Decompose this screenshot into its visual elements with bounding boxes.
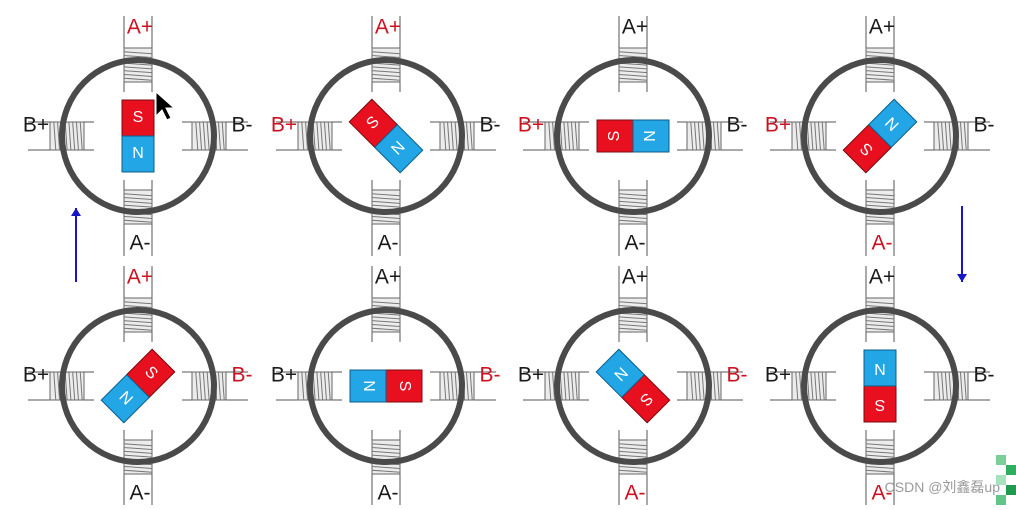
coil-bottom xyxy=(619,190,647,224)
motor-step-4: SN A+ A- B+ B- xyxy=(765,16,995,256)
rotor-magnet: SN xyxy=(122,100,154,172)
pole-label-top: A+ xyxy=(869,16,895,39)
magnet-label-south: S xyxy=(875,396,886,413)
coil-left xyxy=(298,372,332,400)
rotor-magnet: SN xyxy=(101,349,175,423)
pole-label-bottom: A- xyxy=(130,232,151,255)
pole-label-left: B+ xyxy=(765,114,791,137)
coil-bottom xyxy=(372,190,400,224)
magnet-label-north: N xyxy=(360,380,377,392)
pole-label-right: B- xyxy=(727,114,748,137)
pole-label-right: B- xyxy=(727,364,748,387)
pole-label-right: B- xyxy=(480,114,501,137)
coil-top xyxy=(866,48,894,82)
pole-label-top: A+ xyxy=(622,16,648,39)
magnet-label-south: S xyxy=(606,131,623,142)
pole-label-bottom: A- xyxy=(378,232,399,255)
motor-step-6: SN A+ A- B+ B- xyxy=(518,266,748,505)
pole-label-top: A+ xyxy=(127,16,153,39)
rotor-magnet: SN xyxy=(596,349,670,423)
coil-bottom xyxy=(372,440,400,474)
motor-step-5: SNA+A-B+B- xyxy=(765,266,995,505)
coil-left xyxy=(50,372,84,400)
coil-right xyxy=(687,372,721,400)
motor-step-7: SNA+A-B+B- xyxy=(271,266,501,505)
coil-left xyxy=(792,122,826,150)
pole-label-top: A+ xyxy=(869,266,895,289)
pole-label-right: B- xyxy=(232,364,253,387)
coil-bottom xyxy=(619,440,647,474)
rotor-magnet: SN xyxy=(864,350,896,422)
coil-top xyxy=(372,298,400,332)
coil-right xyxy=(934,372,968,400)
arrow-down-right-head xyxy=(957,274,967,282)
magnet-label-south: S xyxy=(396,381,413,392)
watermark-blocks xyxy=(996,455,1016,505)
pole-label-bottom: A- xyxy=(378,482,399,505)
pole-label-top: A+ xyxy=(375,266,401,289)
pole-label-left: B+ xyxy=(518,364,544,387)
coil-left xyxy=(50,122,84,150)
pole-label-top: A+ xyxy=(375,16,401,39)
pole-label-bottom: A- xyxy=(625,232,646,255)
pole-label-bottom: A- xyxy=(625,482,646,505)
coil-bottom xyxy=(124,440,152,474)
coil-left xyxy=(298,122,332,150)
coil-left xyxy=(792,372,826,400)
magnet-label-north: N xyxy=(642,130,659,142)
coil-right xyxy=(440,372,474,400)
pole-label-left: B+ xyxy=(518,114,544,137)
coil-right xyxy=(440,122,474,150)
magnet-label-north: N xyxy=(132,145,144,162)
coil-left xyxy=(545,372,579,400)
pole-label-top: A+ xyxy=(622,266,648,289)
arrow-up-left-head xyxy=(71,208,81,216)
pole-label-left: B+ xyxy=(23,364,49,387)
coil-left xyxy=(545,122,579,150)
coil-right xyxy=(192,122,226,150)
pole-label-right: B- xyxy=(232,114,253,137)
motor-step-1: SNA+A-B+B- xyxy=(23,16,253,256)
rotor-magnet: SN xyxy=(350,370,422,402)
coil-top xyxy=(619,48,647,82)
cursor-icon xyxy=(156,92,174,120)
pole-label-right: B- xyxy=(974,114,995,137)
magnet-label-south: S xyxy=(133,109,144,126)
pole-label-bottom: A- xyxy=(130,482,151,505)
pole-label-left: B+ xyxy=(765,364,791,387)
coil-top xyxy=(866,298,894,332)
pole-label-top: A+ xyxy=(127,266,153,289)
coil-bottom xyxy=(866,190,894,224)
pole-label-left: B+ xyxy=(271,114,297,137)
pole-label-left: B+ xyxy=(23,114,49,137)
pole-label-right: B- xyxy=(480,364,501,387)
motor-step-2: SN A+ A- B+ B- xyxy=(271,16,501,256)
coil-bottom xyxy=(124,190,152,224)
coil-right xyxy=(934,122,968,150)
coil-top xyxy=(372,48,400,82)
coil-bottom xyxy=(866,440,894,474)
motor-step-8: SN A+ A- B+ B- xyxy=(23,266,253,505)
watermark-text: CSDN @刘鑫磊up xyxy=(885,477,1000,497)
coil-top xyxy=(124,298,152,332)
rotor-magnet: SN xyxy=(843,99,917,173)
magnet-label-north: N xyxy=(874,360,886,377)
coil-top xyxy=(124,48,152,82)
pole-label-left: B+ xyxy=(271,364,297,387)
pole-label-right: B- xyxy=(974,364,995,387)
coil-top xyxy=(619,298,647,332)
rotor-magnet: SN xyxy=(349,99,423,173)
pole-label-bottom: A- xyxy=(872,232,893,255)
coil-right xyxy=(687,122,721,150)
coil-right xyxy=(192,372,226,400)
